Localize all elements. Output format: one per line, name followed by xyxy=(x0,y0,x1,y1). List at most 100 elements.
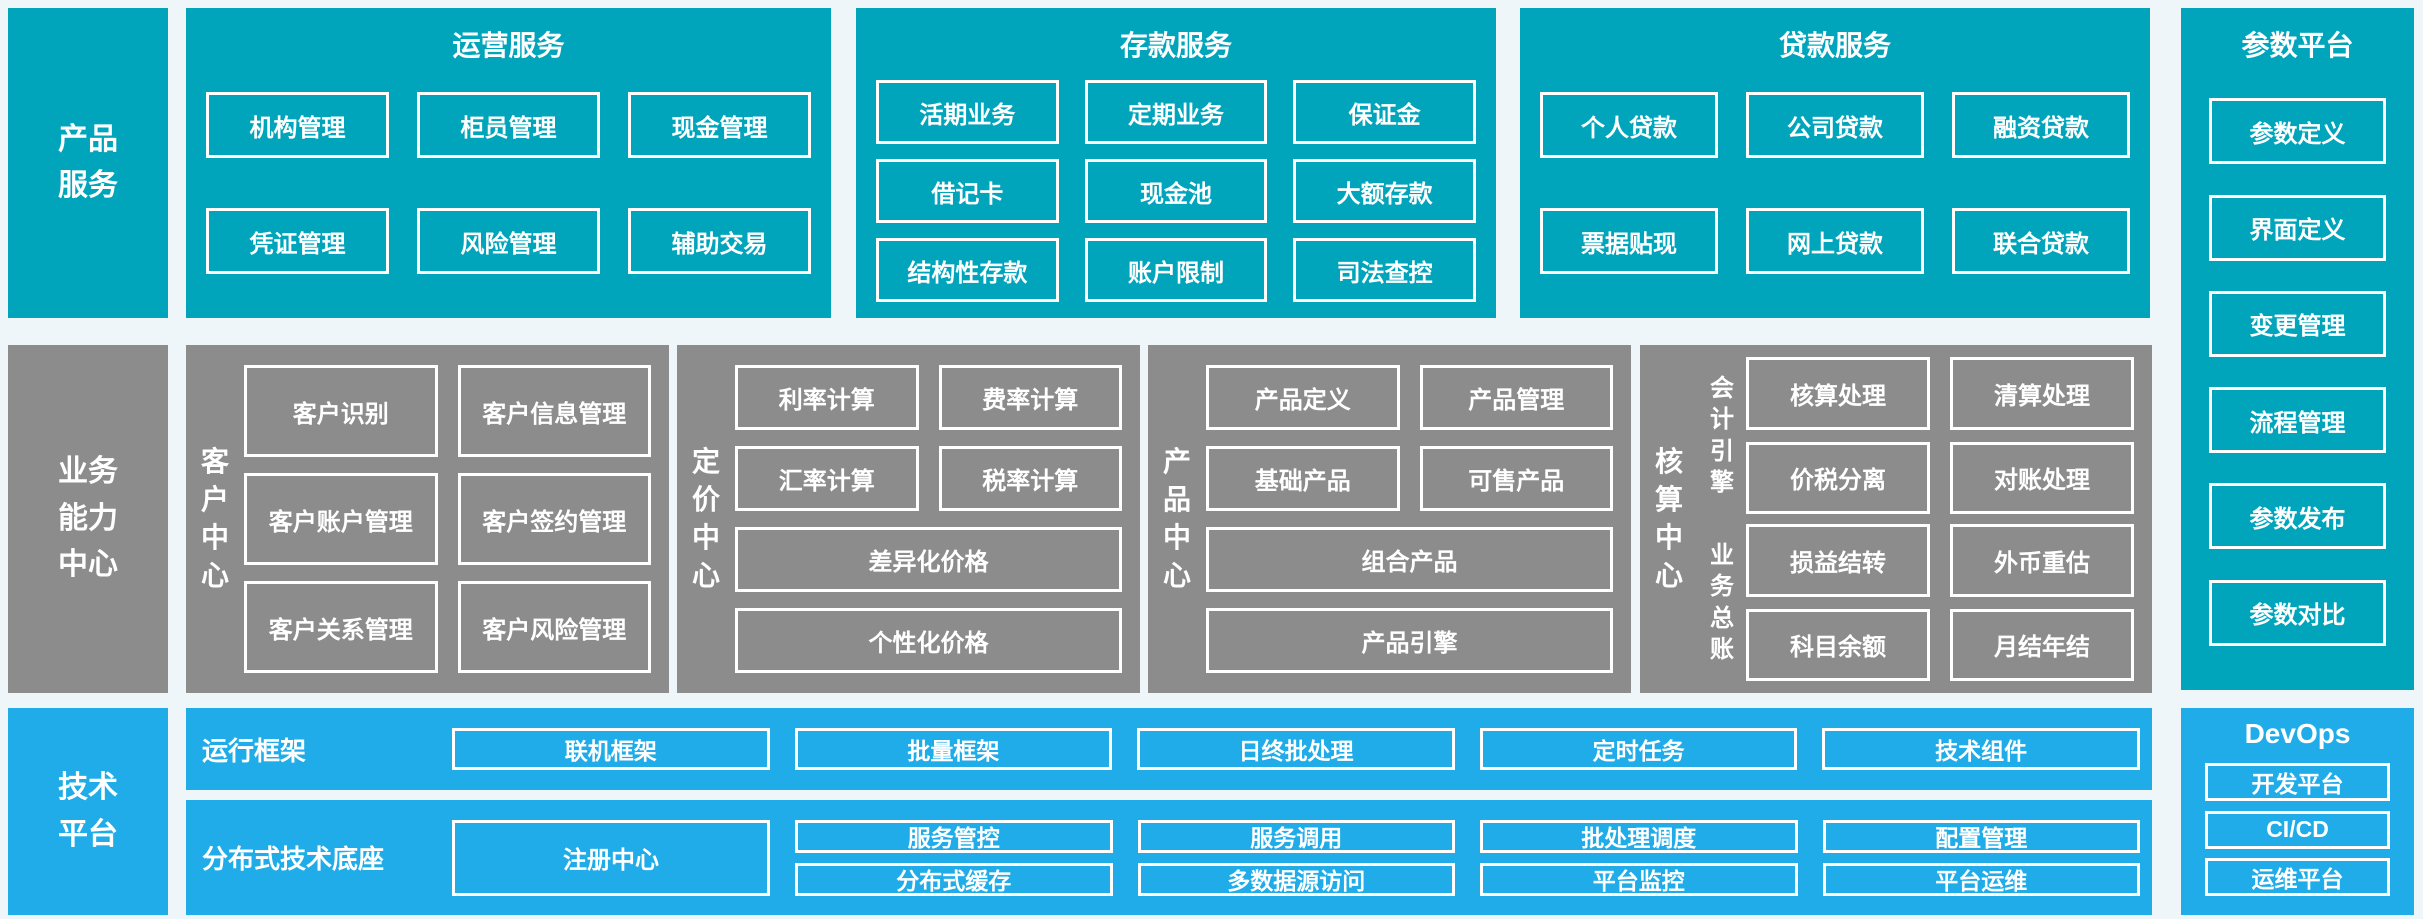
section-title: 参数平台 xyxy=(2241,30,2354,61)
diagram-node: 客户风险管理 xyxy=(457,581,651,673)
diagram-node: 账户限制 xyxy=(1084,238,1268,302)
diagram-node: 个性化价格 xyxy=(735,608,1122,673)
business-ledger-label: 业 务 总 账 xyxy=(1710,542,1734,663)
diagram-node: 定期业务 xyxy=(1084,80,1268,144)
diagram-node: 融资贷款 xyxy=(1952,92,2130,158)
diagram-node: 客户账户管理 xyxy=(244,473,438,565)
diagram-node: 公司贷款 xyxy=(1746,92,1924,158)
node-grid: 活期业务 定期业务 保证金 借记卡 现金池 大额存款 结构性存款 账户限制 司法… xyxy=(856,68,1496,302)
node-row: 注册中心 服务管控 分布式缓存 服务调用 多数据源访问 批处理调度 平台监控 配… xyxy=(452,819,2152,896)
diagram-node: 辅助交易 xyxy=(628,208,811,274)
pricing-center-label: 定 价 中 心 xyxy=(691,446,720,591)
customer-center-label: 客 户 中 心 xyxy=(200,446,229,591)
diagram-node: 月结年结 xyxy=(1950,608,2134,681)
section-loan-services: 贷款服务 个人贷款 公司贷款 融资贷款 票据贴现 网上贷款 联合贷款 xyxy=(1520,8,2150,318)
diagram-node: 批处理调度 xyxy=(1480,819,1798,853)
diagram-node: 风险管理 xyxy=(417,208,600,274)
diagram-node: 税率计算 xyxy=(938,446,1122,511)
section-title: 贷款服务 xyxy=(1778,30,1891,61)
diagram-node: 科目余额 xyxy=(1746,608,1930,681)
section-operations-services: 运营服务 机构管理 柜员管理 现金管理 凭证管理 风险管理 辅助交易 xyxy=(186,8,831,318)
section-deposit-services: 存款服务 活期业务 定期业务 保证金 借记卡 现金池 大额存款 结构性存款 账户… xyxy=(856,8,1496,318)
diagram-node: 损益结转 xyxy=(1746,524,1930,597)
diagram-node: 运维平台 xyxy=(2205,857,2390,896)
node-grid: 个人贷款 公司贷款 融资贷款 票据贴现 网上贷款 联合贷款 xyxy=(1520,68,2150,274)
diagram-node: 客户签约管理 xyxy=(457,473,651,565)
diagram-node: 技术组件 xyxy=(1822,728,2140,770)
diagram-node: 凭证管理 xyxy=(206,208,389,274)
diagram-node: 核算处理 xyxy=(1746,357,1930,430)
rail-business-capability-center: 业务 能力 中心 xyxy=(8,345,168,693)
rail-technology-platform: 技术 平台 xyxy=(8,708,168,915)
diagram-node: 机构管理 xyxy=(206,92,389,158)
diagram-node: 参数对比 xyxy=(2209,579,2386,646)
diagram-node: 客户识别 xyxy=(244,365,438,457)
distributed-tech-base-label: 分布式技术底座 xyxy=(202,844,385,874)
diagram-node: 对账处理 xyxy=(1950,441,2134,514)
rail-product-services: 产品 服务 xyxy=(8,8,168,318)
diagram-node: 活期业务 xyxy=(876,80,1059,144)
diagram-node: 配置管理 xyxy=(1822,819,2140,853)
diagram-node: 组合产品 xyxy=(1206,527,1613,592)
node-grid: 客户识别 客户信息管理 客户账户管理 客户签约管理 客户关系管理 客户风险管理 xyxy=(244,345,669,693)
section-title: 存款服务 xyxy=(1119,30,1232,61)
node-column: 服务调用 多数据源访问 xyxy=(1137,819,1455,896)
diagram-node: 基础产品 xyxy=(1206,446,1400,511)
diagram-node: 差异化价格 xyxy=(735,527,1122,592)
diagram-node: 平台监控 xyxy=(1480,862,1798,896)
diagram-node: 现金管理 xyxy=(628,92,811,158)
diagram-node: 变更管理 xyxy=(2209,290,2386,357)
accounting-engine-label: 会 计 引 擎 xyxy=(1710,375,1734,496)
diagram-node: 客户关系管理 xyxy=(244,581,438,673)
section-pricing-center: 定 价 中 心 利率计算 费率计算 汇率计算 税率计算 差异化价格 个性化价格 xyxy=(677,345,1140,693)
diagram-node: 产品管理 xyxy=(1419,365,1613,430)
diagram-node: 界面定义 xyxy=(2209,194,2386,261)
diagram-node: 借记卡 xyxy=(876,159,1059,223)
diagram-node: 票据贴现 xyxy=(1540,208,1718,274)
node-stack: 参数定义 界面定义 变更管理 流程管理 参数发布 参数对比 xyxy=(2181,68,2414,690)
diagram-node: 联合贷款 xyxy=(1952,208,2130,274)
section-accounting-center: 核 算 中 心 会 计 引 擎 核算处理 清算处理 价税分离 对账处理 业 务 … xyxy=(1640,345,2152,693)
diagram-node: 联机框架 xyxy=(452,728,770,770)
section-title: 运营服务 xyxy=(452,30,565,61)
diagram-node: 开发平台 xyxy=(2205,763,2390,802)
accounting-engine-group: 会 计 引 擎 核算处理 清算处理 价税分离 对账处理 xyxy=(1698,357,2134,514)
node-grid: 损益结转 外币重估 科目余额 月结年结 xyxy=(1746,524,2134,681)
diagram-node: 服务管控 xyxy=(795,819,1113,853)
diagram-node: 注册中心 xyxy=(452,819,770,896)
diagram-node: 大额存款 xyxy=(1293,159,1476,223)
diagram-node: 司法查控 xyxy=(1293,238,1476,302)
section-runtime-framework: 运行框架 联机框架 批量框架 日终批处理 定时任务 技术组件 xyxy=(186,708,2152,790)
runtime-framework-label: 运行框架 xyxy=(202,735,307,766)
diagram-node: 外币重估 xyxy=(1950,524,2134,597)
diagram-node: 清算处理 xyxy=(1950,357,2134,430)
devops-title: DevOps xyxy=(2244,718,2351,749)
node-grid: 机构管理 柜员管理 现金管理 凭证管理 风险管理 辅助交易 xyxy=(186,68,831,274)
diagram-node: 分布式缓存 xyxy=(795,862,1113,896)
diagram-node: 保证金 xyxy=(1293,80,1476,144)
diagram-node: 个人贷款 xyxy=(1540,92,1718,158)
diagram-node: 客户信息管理 xyxy=(457,365,651,457)
node-row: 联机框架 批量框架 日终批处理 定时任务 技术组件 xyxy=(452,728,2152,770)
diagram-node: 服务调用 xyxy=(1137,819,1455,853)
diagram-node: 网上贷款 xyxy=(1746,208,1924,274)
node-column: 批处理调度 平台监控 xyxy=(1480,819,1798,896)
diagram-node: 参数定义 xyxy=(2209,98,2386,165)
node-column: 配置管理 平台运维 xyxy=(1822,819,2140,896)
diagram-node: CI/CD xyxy=(2205,810,2390,849)
diagram-node: 流程管理 xyxy=(2209,387,2386,454)
section-devops: DevOps 开发平台 CI/CD 运维平台 xyxy=(2181,708,2414,915)
diagram-node: 定时任务 xyxy=(1479,728,1798,770)
section-customer-center: 客 户 中 心 客户识别 客户信息管理 客户账户管理 客户签约管理 客户关系管理… xyxy=(186,345,669,693)
diagram-node: 日终批处理 xyxy=(1137,728,1455,770)
node-column: 服务管控 分布式缓存 xyxy=(795,819,1113,896)
diagram-node: 利率计算 xyxy=(735,365,919,430)
diagram-node: 平台运维 xyxy=(1822,862,2140,896)
section-product-center: 产 品 中 心 产品定义 产品管理 基础产品 可售产品 组合产品 产品引擎 xyxy=(1148,345,1631,693)
business-ledger-group: 业 务 总 账 损益结转 外币重估 科目余额 月结年结 xyxy=(1698,524,2134,681)
diagram-node: 现金池 xyxy=(1084,159,1268,223)
diagram-node: 结构性存款 xyxy=(876,238,1059,302)
node-grid: 核算处理 清算处理 价税分离 对账处理 xyxy=(1746,357,2134,514)
diagram-node: 柜员管理 xyxy=(417,92,600,158)
